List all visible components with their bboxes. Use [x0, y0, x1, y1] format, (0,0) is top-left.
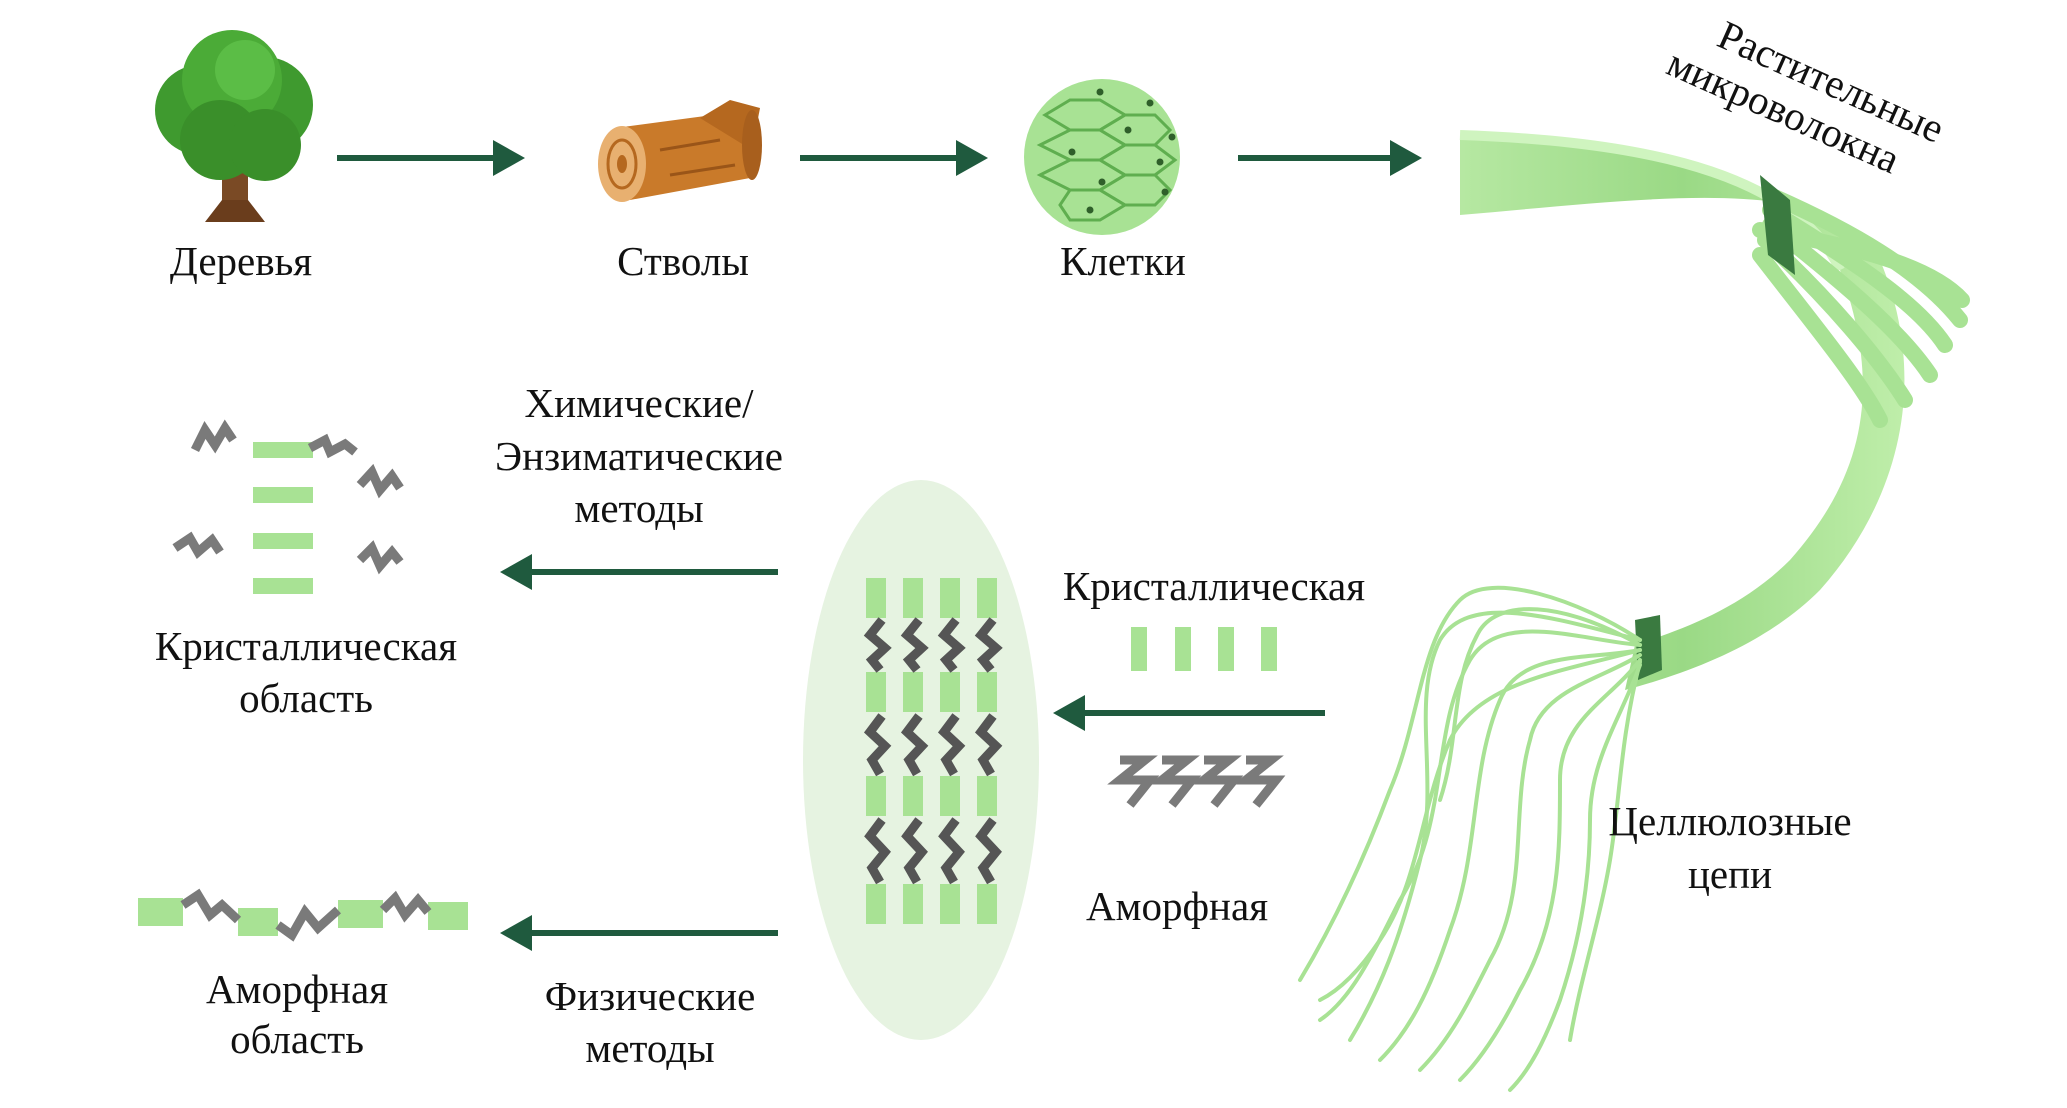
log-icon — [598, 100, 762, 202]
arrow-physical — [500, 915, 778, 951]
label-amorphous-region-line1: Аморфная — [206, 966, 388, 1012]
label-chemical-line1: Химические/ — [525, 380, 755, 426]
label-trees: Деревья — [170, 238, 312, 284]
cells-icon — [1024, 79, 1180, 235]
label-cells: Клетки — [1060, 238, 1186, 284]
label-chemical-line2: Энзиматические — [495, 433, 783, 479]
label-crystalline-region-line1: Кристаллическая — [155, 623, 457, 669]
label-physical-line1: Физические — [545, 973, 756, 1019]
label-trunks: Стволы — [617, 238, 749, 284]
tree-icon — [155, 30, 313, 222]
ellipse-chains — [863, 578, 1003, 924]
arrow-chains-to-ellipse — [1053, 695, 1325, 731]
label-crystalline: Кристаллическая — [1063, 563, 1365, 609]
label-physical-line2: методы — [585, 1025, 714, 1071]
label-chemical-line3: методы — [574, 485, 703, 531]
label-chains-line2: цепи — [1688, 851, 1772, 897]
label-chains-line1: Целлюлозные — [1608, 798, 1851, 844]
cellulose-ellipse — [803, 480, 1039, 1040]
arrow-trunks-to-cells — [800, 140, 988, 176]
amorphous-legend-chains — [1107, 755, 1286, 808]
crystalline-region-graphic — [172, 419, 404, 594]
arrow-chemical — [500, 554, 778, 590]
label-amorphous-region-line2: область — [230, 1016, 364, 1062]
microfibril-bundle — [1298, 130, 1970, 1092]
label-amorphous: Аморфная — [1086, 883, 1268, 929]
arrow-cells-to-microfibrils — [1238, 140, 1422, 176]
crystalline-legend-blocks — [1131, 627, 1277, 671]
arrow-trees-to-trunks — [337, 140, 525, 176]
amorphous-region-graphic — [138, 888, 468, 942]
label-crystalline-region-line2: область — [239, 675, 373, 721]
